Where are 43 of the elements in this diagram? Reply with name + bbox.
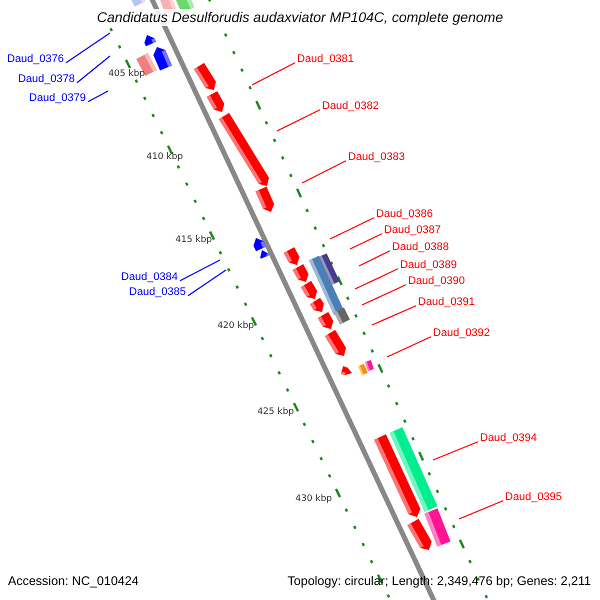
leader-line [432, 441, 478, 461]
leader-line [354, 268, 398, 290]
tick-label: 405 kbp [108, 69, 145, 80]
gene-label: Daud_0392 [433, 327, 490, 340]
footer-text: Accession: NC_010424 [8, 574, 139, 589]
leader-line [330, 217, 374, 240]
leader-line [88, 90, 108, 102]
gene-label: Daud_0395 [505, 491, 562, 504]
tick-label: 420 kbp [217, 321, 254, 332]
leader-line [252, 62, 296, 86]
gene-label: Daud_0384 [121, 271, 178, 284]
leader-line [76, 56, 110, 84]
gene-label: Daud_0390 [408, 275, 465, 288]
gene-label: Daud_0388 [392, 241, 449, 254]
gene-label: Daud_0379 [29, 92, 86, 105]
footer-text: Topology: circular; Length: 2,349,476 bp; Genes: 2,211 [288, 574, 591, 589]
tick-label: 430 kbp [295, 494, 332, 505]
gene-label: Daud_0385 [129, 286, 186, 299]
leader-line [66, 32, 110, 64]
gene-label: Daud_0383 [348, 151, 405, 164]
tick-label: 410 kbp [146, 152, 183, 163]
leader-line [350, 233, 382, 250]
leader-line [458, 500, 504, 520]
gene-label: Daud_0394 [480, 432, 537, 445]
gene-label: Daud_0389 [400, 259, 457, 272]
leader-line [188, 270, 226, 296]
leader-line [276, 109, 320, 132]
gene-label: Daud_0391 [418, 296, 475, 309]
tick-label: 415 kbp [175, 235, 212, 246]
leader-line [372, 305, 416, 326]
leader-line [180, 259, 220, 282]
gene-label: Daud_0387 [384, 224, 441, 237]
tick-label: 425 kbp [257, 407, 294, 418]
gene-label: Daud_0378 [18, 73, 75, 86]
leader-line [302, 160, 346, 184]
leader-line [362, 284, 406, 306]
gene-label: Daud_0386 [376, 208, 433, 221]
gene-label: Daud_0381 [297, 53, 354, 66]
leader-line [386, 336, 432, 358]
gene-label: Daud_0376 [7, 53, 64, 66]
leader-line [358, 250, 390, 267]
gene-label: Daud_0382 [322, 100, 379, 113]
diagram-title: Candidatus Desulforudis audaxviator MP104C, complete genome [94, 9, 506, 26]
